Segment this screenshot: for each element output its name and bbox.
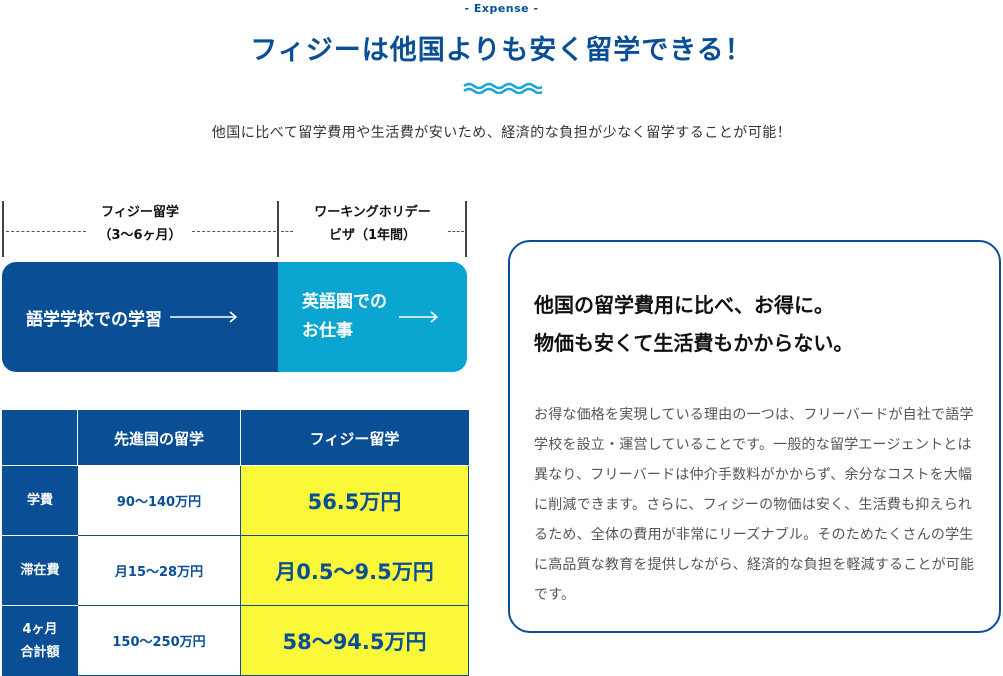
timeline-tick xyxy=(465,201,467,257)
fiji-cost: 58〜94.5万円 xyxy=(240,605,469,676)
flow-step-label: 英語圏での お仕事 xyxy=(302,288,387,346)
flow-step-work: 英語圏での お仕事 xyxy=(278,262,467,372)
timeline-tick xyxy=(2,201,4,257)
row-label: 学費 xyxy=(2,465,78,536)
table-row: 学費 90〜140万円 56.5万円 xyxy=(2,465,469,536)
row-label: 4ヶ月合計額 xyxy=(2,605,78,676)
card-body: お得な価格を実現している理由の一つは、フリーバードが自社で語学学校を設立・運営し… xyxy=(534,407,975,603)
wave-decoration-icon xyxy=(463,82,542,94)
section-headline: フィジーは他国よりも安く留学できる！ xyxy=(250,35,753,66)
arrow-right-icon xyxy=(399,311,439,323)
table-header-row: 先進国の留学 フィジー留学 xyxy=(2,410,469,466)
timeline-dash xyxy=(192,231,276,232)
card-title-line: 他国の留学費用に比べ、お得に。 xyxy=(534,293,834,317)
period-label: ワーキングホリデー xyxy=(314,205,431,220)
table-row: 滞在費 月15〜28万円 月0.5〜9.5万円 xyxy=(2,535,469,606)
card-title: 他国の留学費用に比べ、お得に。 物価も安くて生活費もかからない。 xyxy=(534,286,975,362)
timeline-period-working-holiday: ワーキングホリデー ビザ（1年間） xyxy=(278,201,467,247)
timeline-dash xyxy=(281,231,293,232)
period-label: フィジー留学 xyxy=(101,205,179,220)
timeline-flow: 語学学校での学習 英語圏での お仕事 xyxy=(2,262,467,372)
timeline-dash xyxy=(448,231,464,232)
developed-cost: 150〜250万円 xyxy=(77,605,241,676)
row-label: 滞在費 xyxy=(2,535,78,606)
developed-cost: 90〜140万円 xyxy=(77,465,241,536)
table-header-empty xyxy=(2,410,78,466)
flow-step-line: お仕事 xyxy=(302,321,353,341)
timeline-period-fiji: フィジー留学 （3〜6ヶ月） xyxy=(2,201,278,247)
fiji-cost: 月0.5〜9.5万円 xyxy=(240,535,469,606)
flow-step-label: 語学学校での学習 xyxy=(26,309,162,330)
arrow-right-icon xyxy=(170,311,238,323)
card-title-line: 物価も安くて生活費もかからない。 xyxy=(534,331,854,355)
table-header-developed: 先進国の留学 xyxy=(77,410,241,466)
flow-step-line: 英語圏での xyxy=(302,292,387,312)
table-row: 4ヶ月合計額 150〜250万円 58〜94.5万円 xyxy=(2,605,469,676)
timeline-dash xyxy=(6,231,86,232)
developed-cost: 月15〜28万円 xyxy=(77,535,241,606)
period-duration: ビザ（1年間） xyxy=(328,228,417,243)
section-eyebrow: - Expense - xyxy=(464,2,539,15)
flow-step-study: 語学学校での学習 xyxy=(2,262,278,372)
cost-comparison-table: 先進国の留学 フィジー留学 学費 90〜140万円 56.5万円 滞在費 月15… xyxy=(2,410,469,676)
period-duration: （3〜6ヶ月） xyxy=(98,228,182,243)
section-lead: 他国に比べて留学費用や生活費が安いため、経済的な負担が少なく留学することが可能！ xyxy=(211,125,792,141)
fiji-cost: 56.5万円 xyxy=(240,465,469,536)
explanation-card: 他国の留学費用に比べ、お得に。 物価も安くて生活費もかからない。 お得な価格を実… xyxy=(508,240,1001,633)
timeline-tick xyxy=(277,201,279,257)
table-header-fiji: フィジー留学 xyxy=(240,410,469,466)
